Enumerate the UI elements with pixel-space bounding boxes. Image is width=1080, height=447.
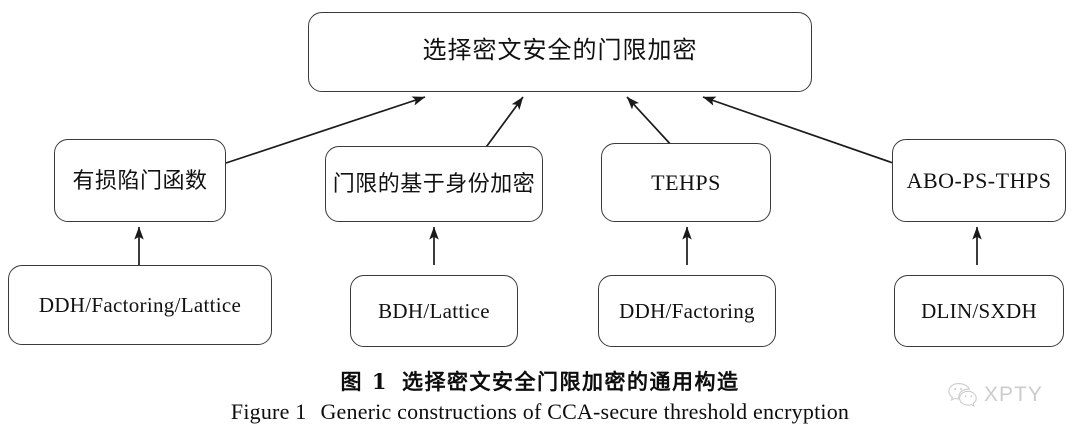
node-label: ABO-PS-THPS (906, 167, 1052, 193)
node-label: 门限的基于身份加密 (332, 171, 536, 197)
node-label: TEHPS (651, 169, 721, 195)
node-threshold-ibe[interactable]: 门限的基于身份加密 (325, 146, 543, 222)
node-ddh-factoring-lattice[interactable]: DDH/Factoring/Lattice (8, 265, 272, 345)
edge-tehps-to-root (626, 96, 674, 148)
node-label: DLIN/SXDH (921, 298, 1037, 323)
edge-lossy-trapdoor-to-root (225, 96, 426, 164)
node-cca-threshold-encryption[interactable]: 选择密文安全的门限加密 (308, 12, 812, 92)
caption-en-title: Generic constructions of CCA-secure thre… (320, 399, 850, 424)
node-bdh-lattice[interactable]: BDH/Lattice (350, 275, 518, 347)
caption-en-number: Figure 1 (230, 399, 307, 424)
node-label: DDH/Factoring/Lattice (38, 292, 242, 317)
caption-zh-number: 图 1 (340, 369, 388, 394)
node-label: BDH/Lattice (378, 298, 490, 323)
watermark-text: XPTY (984, 383, 1043, 406)
wechat-icon (948, 383, 977, 408)
watermark: XPTY (948, 382, 1043, 408)
node-dlin-sxdh[interactable]: DLIN/SXDH (894, 275, 1064, 347)
node-abo-ps-thps[interactable]: ABO-PS-THPS (892, 139, 1066, 222)
edge-threshold-ibe-to-root (483, 96, 524, 151)
node-ddh-factoring[interactable]: DDH/Factoring (598, 275, 776, 347)
node-label: DDH/Factoring (619, 298, 755, 323)
figure-caption-chinese: 图 1 选择密文安全门限加密的通用构造 (0, 366, 1080, 396)
figure-caption-english: Figure 1 Generic constructions of CCA-sec… (0, 399, 1080, 425)
edge-abo-ps-thps-to-root (702, 96, 894, 164)
node-tehps[interactable]: TEHPS (601, 143, 771, 222)
caption-zh-title: 选择密文安全门限加密的通用构造 (401, 369, 740, 394)
node-lossy-trapdoor-function[interactable]: 有损陷门函数 (54, 139, 226, 222)
node-label: 选择密文安全的门限加密 (422, 38, 698, 65)
node-label: 有损陷门函数 (72, 167, 208, 193)
